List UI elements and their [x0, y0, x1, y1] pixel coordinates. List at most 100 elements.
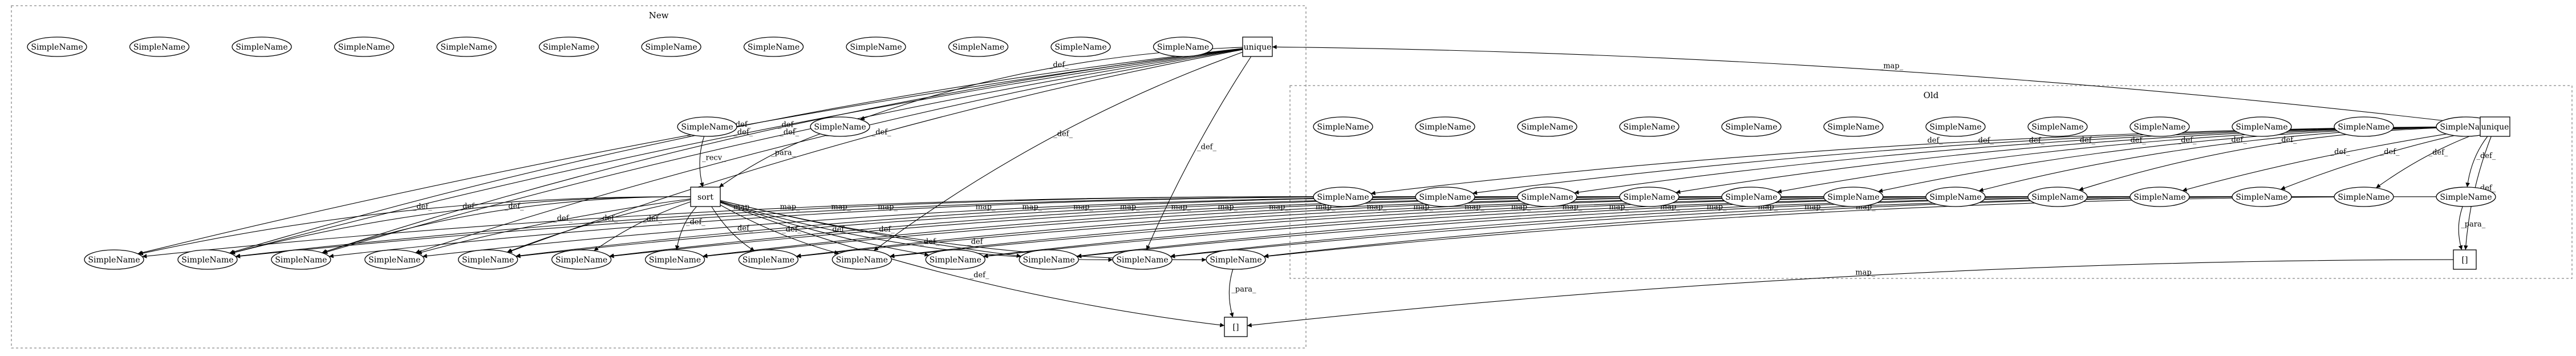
node-ellipse: [1925, 187, 1986, 207]
node-label: SimpleName: [850, 43, 902, 52]
node-label: SimpleName: [462, 256, 514, 265]
node-n-b7: SimpleName: [644, 249, 705, 270]
node-ellipse: [436, 37, 497, 57]
node-ellipse: [334, 37, 395, 57]
edge: _def_: [508, 49, 1243, 253]
node-n-b11: SimpleName: [1019, 249, 1079, 270]
edge: _para_: [1228, 269, 1256, 318]
node-box: [2480, 116, 2510, 137]
node-o-c8: SimpleName: [2027, 116, 2088, 137]
node-n-b1: SimpleName: [84, 249, 144, 270]
node-label: SimpleName: [1521, 193, 1573, 202]
edge: _def_: [139, 196, 691, 256]
node-n-recv: SimpleName: [677, 116, 737, 137]
node-label: SimpleName: [31, 43, 83, 52]
node-ellipse: [1415, 116, 1475, 137]
node-label: sort: [697, 193, 713, 202]
node-o-d3: SimpleName: [1517, 187, 1577, 207]
edge-label: _def_: [2127, 136, 2146, 145]
node-o-c11: SimpleName: [2334, 116, 2394, 137]
node-o-c9: SimpleName: [2129, 116, 2190, 137]
node-ellipse: [1112, 249, 1173, 270]
edge-label: _def_: [2476, 152, 2496, 160]
node-ellipse: [364, 249, 425, 270]
node-ellipse: [1019, 249, 1079, 270]
node-n-a9: SimpleName: [846, 37, 906, 57]
node-label: SimpleName: [133, 43, 185, 52]
edge-line: [1272, 44, 2481, 126]
node-ellipse: [1153, 37, 1214, 57]
node-n-b2: SimpleName: [177, 249, 238, 270]
node-o-c10: SimpleName: [2232, 116, 2292, 137]
node-ellipse: [2129, 187, 2190, 207]
node-o-d11: SimpleName: [2334, 187, 2394, 207]
node-label: SimpleName: [1419, 193, 1471, 202]
edge-label: _def_: [599, 214, 618, 222]
node-ellipse: [1517, 187, 1577, 207]
edge: _def_: [2079, 126, 2481, 191]
node-ellipse: [2334, 187, 2394, 207]
node-label: SimpleName: [2133, 193, 2185, 202]
node-ellipse: [1823, 187, 1884, 207]
edge: _def_: [230, 196, 691, 255]
node-n-a1: SimpleName: [27, 37, 87, 57]
edge-label: _para_: [771, 148, 796, 157]
node-label: SimpleName: [2031, 123, 2083, 132]
edge: _def_: [1146, 56, 1252, 250]
node-label: SimpleName: [2338, 123, 2390, 132]
edge-line: [719, 134, 821, 188]
node-ellipse: [677, 116, 737, 137]
edge-label: _map_: [776, 203, 800, 212]
edge-line: [675, 206, 697, 250]
node-ellipse: [810, 116, 870, 137]
node-ellipse: [644, 249, 705, 270]
edge: _def_: [720, 202, 1225, 327]
edge-label: _def_: [778, 120, 797, 129]
edge-label: _map_: [1167, 203, 1191, 212]
edge-line: [139, 196, 691, 256]
node-label: SimpleName: [1929, 193, 1981, 202]
node-ellipse: [129, 37, 190, 57]
node-n-a3: SimpleName: [232, 37, 292, 57]
node-n-b6: SimpleName: [551, 249, 612, 270]
edge: _def_: [2376, 132, 2481, 188]
node-ellipse: [831, 249, 892, 270]
node-label: SimpleName: [1521, 123, 1573, 132]
edge: _def_: [322, 48, 1243, 254]
node-label: []: [1233, 323, 1239, 332]
edge-label: _def_: [459, 203, 478, 211]
cluster-border: [11, 5, 1307, 349]
edge-line: [417, 198, 691, 254]
node-n-b13: SimpleName: [1206, 249, 1266, 270]
edge: _para_: [719, 134, 821, 188]
edge: _def_: [323, 48, 1243, 254]
node-label: SimpleName: [645, 43, 697, 52]
edge-line: [323, 48, 1243, 254]
edge: _def_: [1777, 126, 2481, 194]
edge-label: _def_: [1049, 61, 1069, 70]
edge-line: [711, 206, 755, 252]
node-o-d12: SimpleName: [2436, 187, 2496, 207]
node-ellipse: [177, 249, 238, 270]
edge: _map_: [235, 196, 1314, 258]
node-label: SimpleName: [2031, 193, 2083, 202]
edge-label: _map_: [1461, 203, 1484, 212]
node-ellipse: [1823, 116, 1884, 137]
edge-line: [2465, 136, 2488, 188]
edge-line: [1472, 126, 2481, 195]
node-ellipse: [1925, 116, 1986, 137]
edge-label: _def_: [733, 128, 753, 136]
node-ellipse: [551, 249, 612, 270]
node-ellipse: [2129, 116, 2190, 137]
node-label: SimpleName: [814, 123, 866, 132]
edge-label: _map_: [972, 203, 996, 212]
edge-label: _def_: [780, 128, 799, 136]
node-label: SimpleName: [1054, 43, 1106, 52]
edge-label: _para_: [1231, 285, 1256, 294]
edge-label: _map_: [1507, 203, 1531, 212]
node-label: SimpleName: [1623, 123, 1675, 132]
edge-label: _def_: [2331, 148, 2350, 156]
edge-label: _def_: [920, 238, 939, 246]
node-o-c3: SimpleName: [1517, 116, 1577, 137]
node-label: SimpleName: [88, 256, 140, 265]
